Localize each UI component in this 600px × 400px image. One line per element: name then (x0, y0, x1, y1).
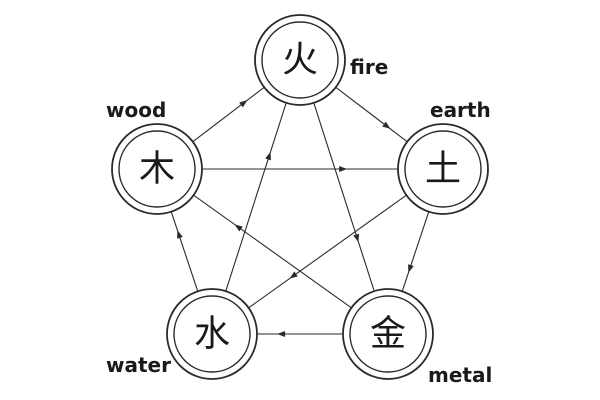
node-wood-glyph: 木 (139, 149, 175, 190)
node-wood: 木 wood (106, 98, 203, 215)
arrowhead-icon (289, 271, 298, 279)
edges-layer (170, 86, 430, 337)
arrowhead-icon (382, 121, 391, 129)
generating-edge-earth-to-metal (401, 211, 430, 292)
controlling-edge-water-to-fire (225, 102, 287, 292)
node-metal: 金 metal (342, 288, 492, 387)
node-water: 水 water (106, 288, 258, 380)
controlling-edge-earth-to-water (248, 194, 407, 309)
node-water-inner-ring (173, 295, 251, 373)
arrowhead-icon (265, 151, 271, 161)
node-fire-inner-ring (261, 21, 339, 99)
node-water-glyph: 水 (194, 314, 230, 355)
node-fire: 火 fire (254, 14, 388, 106)
node-metal-inner-ring (349, 295, 427, 373)
node-earth-glyph: 土 (425, 149, 461, 190)
node-earth: 土 earth (397, 98, 491, 215)
arrowhead-icon (339, 166, 348, 172)
node-wood-inner-ring (118, 130, 196, 208)
generating-edge-fire-to-earth (335, 86, 408, 143)
arrowhead-icon (353, 233, 359, 243)
node-metal-label: metal (428, 363, 492, 387)
nodes-layer: 火 fire 土 earth 金 metal 水 water (106, 14, 492, 387)
node-water-label: water (106, 353, 171, 377)
node-earth-inner-ring (404, 130, 482, 208)
node-metal-glyph: 金 (370, 314, 406, 355)
node-earth-label: earth (430, 98, 491, 122)
controlling-edge-metal-to-wood (193, 194, 352, 309)
arrowhead-icon (277, 331, 286, 337)
generating-edge-wood-to-fire (192, 86, 265, 143)
node-fire-label: fire (350, 55, 388, 79)
node-wood-label: wood (106, 98, 166, 122)
arrowhead-icon (177, 230, 183, 239)
arrowhead-icon (234, 224, 243, 232)
controlling-edge-fire-to-metal (313, 102, 375, 292)
arrowhead-icon (408, 264, 414, 273)
generating-edge-water-to-wood (170, 211, 199, 292)
node-fire-glyph: 火 (282, 40, 318, 81)
arrowhead-icon (239, 100, 248, 108)
